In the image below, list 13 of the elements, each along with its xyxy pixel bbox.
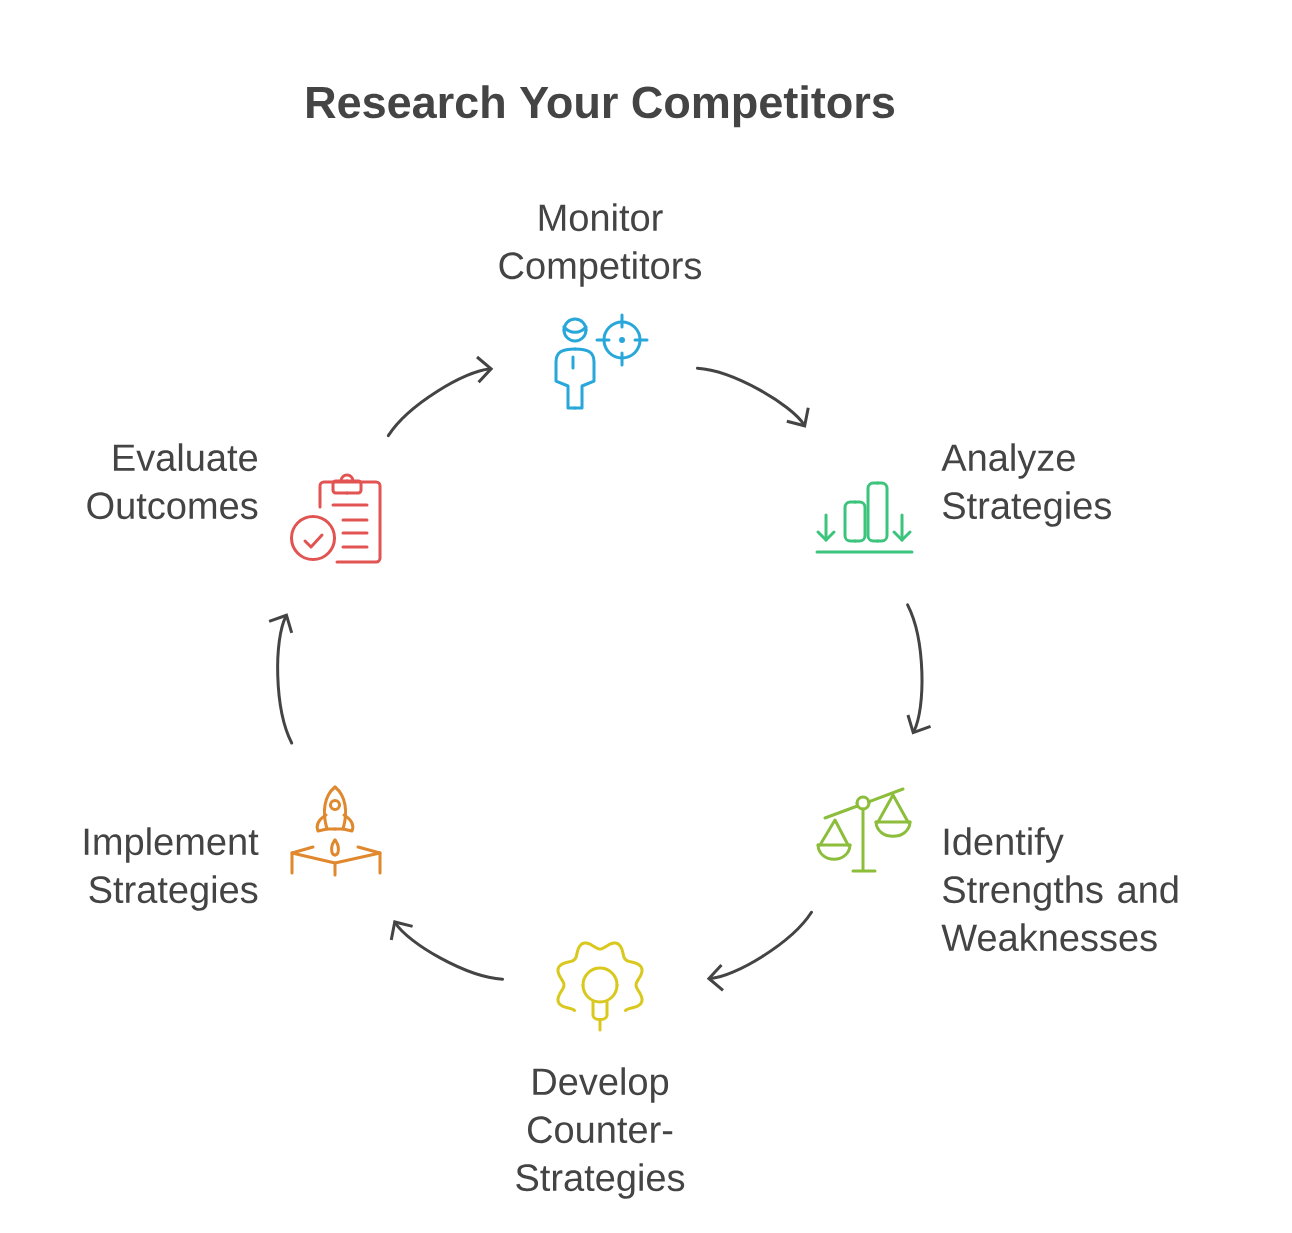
arrow	[695, 366, 810, 428]
step-label: Analyze Strategies	[941, 443, 1111, 527]
arrow	[906, 603, 932, 735]
step-label: Implement Strategies	[84, 827, 259, 911]
step-label: Evaluate Outcomes	[87, 443, 258, 520]
step-label: Identify Strengths and Weaknesses	[941, 827, 1178, 952]
arrow	[706, 910, 813, 992]
step-label: Monitor Competitors	[499, 203, 702, 287]
arrow	[268, 613, 294, 745]
arrow	[389, 920, 505, 981]
title: Research Your Competitors	[307, 85, 894, 128]
step-label: Develop Counter-Strategies	[516, 1067, 685, 1199]
arrow	[386, 355, 494, 438]
